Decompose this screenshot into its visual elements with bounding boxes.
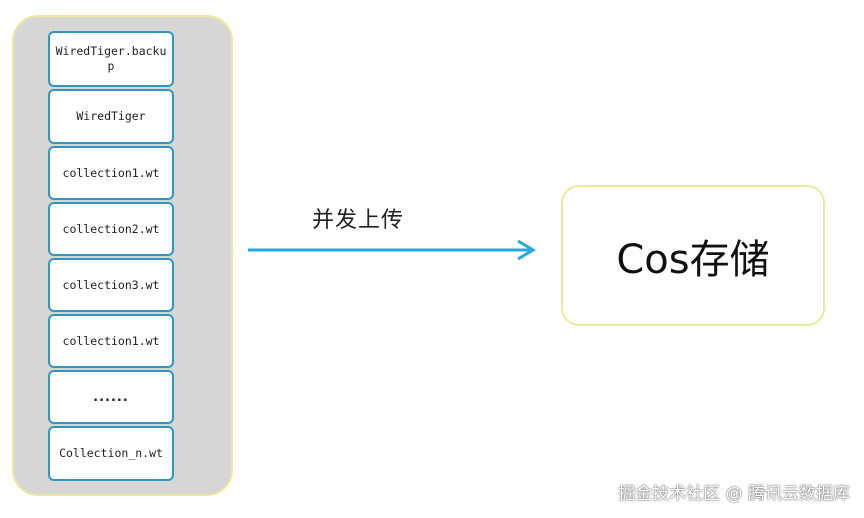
file-box-wiredtiger: WiredTiger: [48, 89, 174, 144]
file-box-ellipsis: ......: [48, 370, 174, 424]
file-box-collection2: collection2.wt: [48, 202, 174, 256]
ellipsis-label: ......: [93, 389, 129, 405]
watermark: 掘金技术社区 @ 腾讯云数据库: [618, 484, 850, 504]
file-box-collection1-repeat: collection1.wt: [48, 314, 174, 368]
file-label: Collection_n.wt: [59, 446, 163, 460]
arrow-label: 并发上传: [312, 208, 405, 233]
file-label: collection1.wt: [62, 165, 160, 180]
file-label: WiredTiger.backup: [55, 44, 167, 73]
cos-storage-label: Cos存储: [616, 236, 770, 283]
file-box-collection1: collection1.wt: [48, 146, 174, 200]
upload-arrow-icon: [248, 239, 536, 261]
file-box-collection-n: Collection_n.wt: [48, 426, 174, 481]
file-label: collection3.wt: [62, 277, 160, 292]
file-box-wiredtiger-backup: WiredTiger.backup: [48, 31, 174, 87]
file-label: WiredTiger: [76, 109, 146, 123]
file-label: collection1.wt: [62, 333, 160, 348]
file-label: collection2.wt: [62, 221, 160, 236]
file-box-collection3: collection3.wt: [48, 258, 174, 312]
cos-storage-box: Cos存储: [561, 185, 825, 326]
